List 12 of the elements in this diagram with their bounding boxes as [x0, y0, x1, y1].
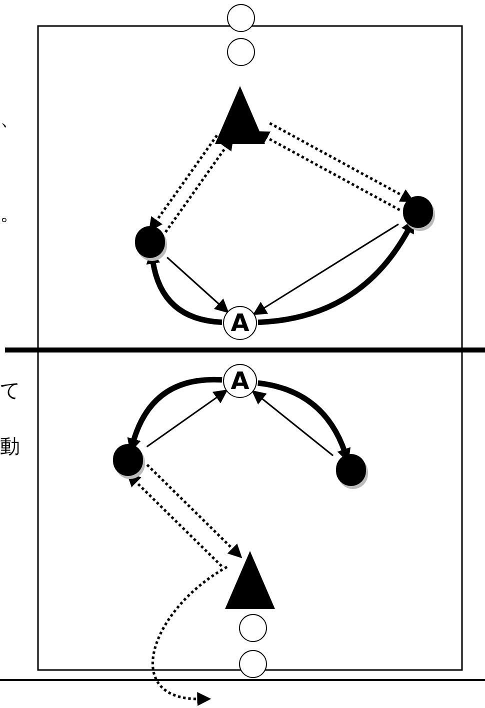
arrow [252, 224, 399, 316]
arrow [252, 390, 334, 456]
text-fragment: 、 [0, 108, 20, 128]
triangle-marker [225, 551, 275, 609]
arrow [146, 464, 242, 558]
triangle-marker [215, 86, 265, 144]
text-fragment: 動 [0, 436, 20, 456]
arrow [166, 256, 229, 314]
text-fragment: て [0, 380, 20, 400]
text-fragment: 。 [0, 203, 20, 223]
arrow [151, 566, 228, 706]
arrow [146, 390, 228, 448]
